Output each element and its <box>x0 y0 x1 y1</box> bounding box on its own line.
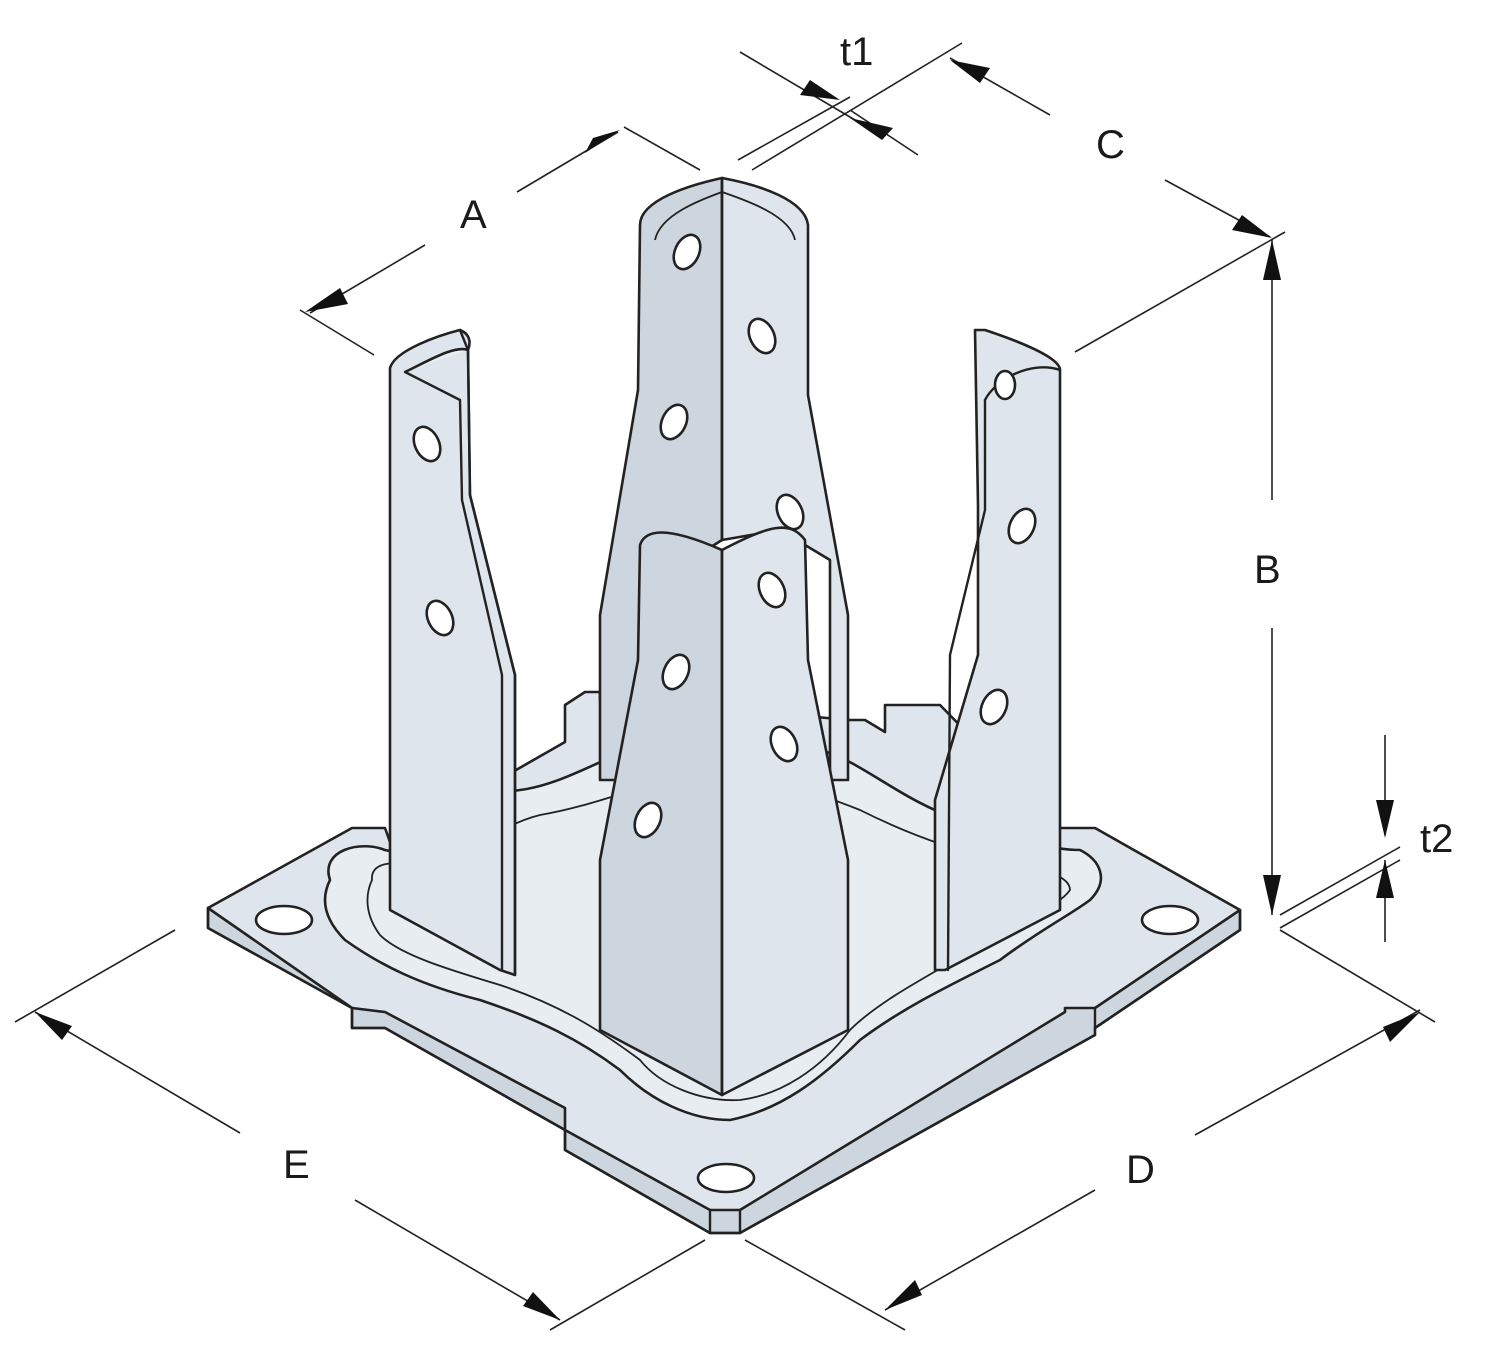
label-t1: t1 <box>840 30 873 74</box>
base-hole-front <box>696 1162 756 1194</box>
label-b: B <box>1254 548 1281 592</box>
label-t2: t2 <box>1420 817 1453 861</box>
label-e: E <box>283 1143 310 1187</box>
base-hole-right <box>1140 904 1200 936</box>
label-a: A <box>460 193 487 237</box>
label-d: D <box>1126 1148 1155 1192</box>
front-upstand <box>598 526 850 1097</box>
back-upstand <box>598 176 850 782</box>
base-hole-left <box>254 904 314 936</box>
left-upstand <box>388 328 517 977</box>
right-upstand <box>933 328 1062 972</box>
dimension-labels: A t1 C B t2 D E <box>283 30 1453 1192</box>
label-c: C <box>1096 123 1125 167</box>
dimension-lines <box>14 42 1436 1331</box>
